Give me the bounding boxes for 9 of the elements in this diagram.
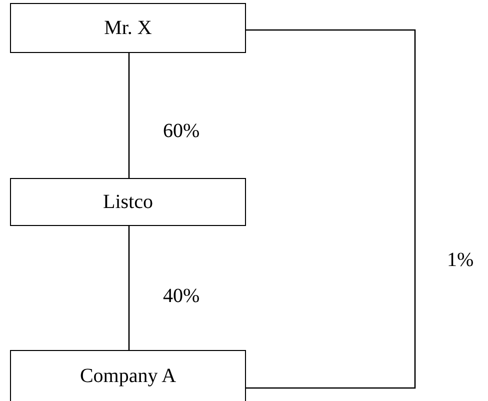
connector-line — [128, 53, 130, 178]
entity-box — [10, 178, 246, 226]
entity-name: Listco — [103, 190, 153, 214]
entity-box — [10, 3, 246, 53]
entity-box — [10, 350, 246, 401]
connector-line — [246, 29, 416, 389]
entity-name: Company A — [80, 364, 176, 388]
entity-name: Mr. X — [104, 16, 152, 40]
connector-line — [128, 226, 130, 350]
